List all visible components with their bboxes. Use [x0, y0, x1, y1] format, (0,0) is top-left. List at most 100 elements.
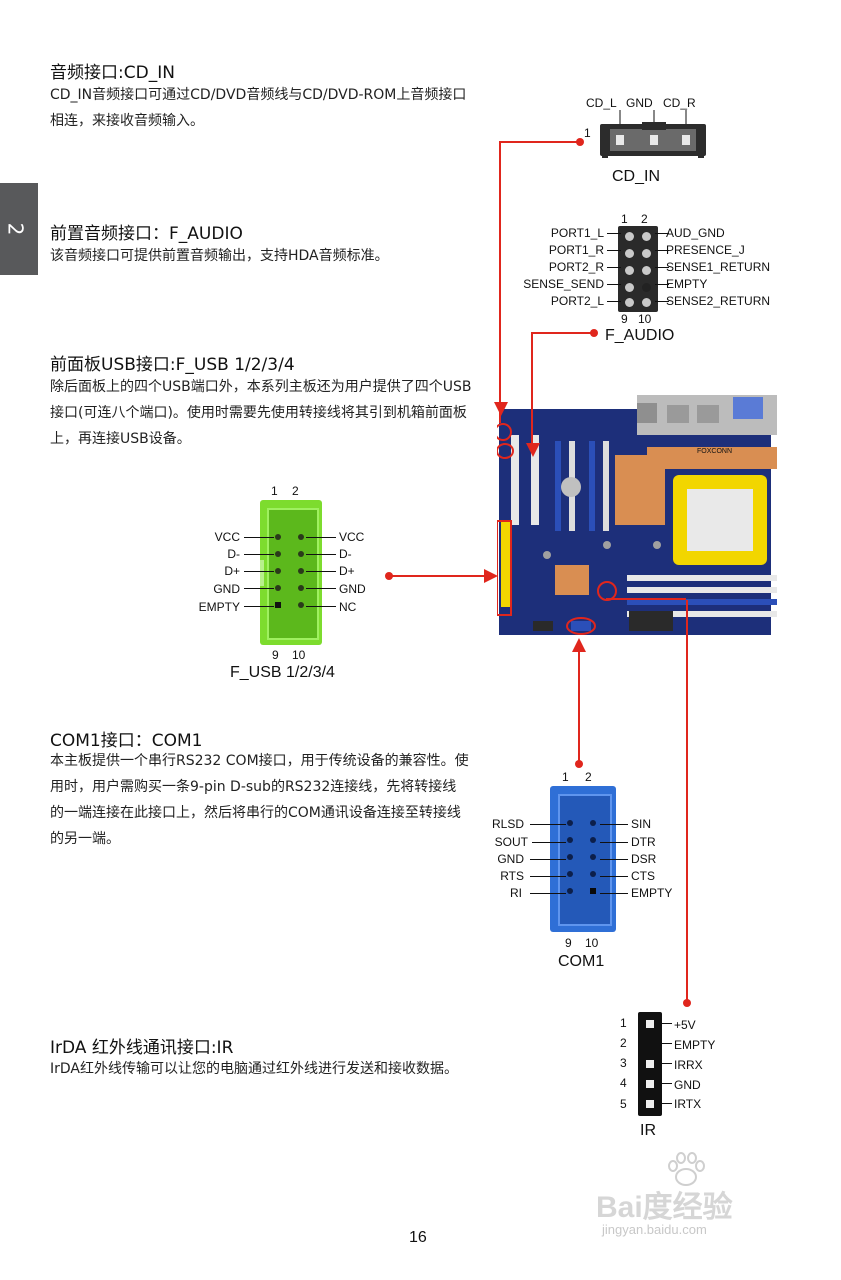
f-audio-left-label: PORT2_L [550, 294, 604, 308]
cd-in-body: CD_IN音频接口可通过CD/DVD音频线与CD/DVD-ROM上音频接口相连，… [50, 87, 467, 129]
pointer-line [531, 332, 593, 334]
com1-left-label: GND [497, 852, 524, 866]
f-audio-caption: F_AUDIO [605, 327, 675, 344]
chapter-number: 2 [3, 222, 28, 236]
com1-right-label: SIN [631, 817, 652, 831]
pin-number: 10 [292, 648, 306, 662]
cd-in-caption: CD_IN [612, 168, 661, 185]
f-usb-diagram: 1 2 VCC D- D+ GND EMPTY VCC D- D+ GND NC… [190, 482, 390, 687]
f-usb-right-label: D- [339, 547, 352, 561]
ir-title: IrDA 红外线通讯接口:IR [50, 1038, 234, 1058]
ir-pin-label: GND [674, 1078, 701, 1092]
paw-icon [668, 1152, 705, 1186]
arrow-icon [484, 569, 498, 583]
ir-pin-number: 1 [620, 1016, 627, 1030]
f-audio-header [618, 226, 658, 312]
arrow-icon [575, 760, 583, 768]
pin-number: 1 [621, 212, 628, 226]
com1-diagram: 1 2 RLSD SOUT GND RTS RI SIN DTR DSR CTS… [480, 768, 700, 973]
f-usb-left-label: EMPTY [198, 600, 240, 614]
pin-number: 9 [272, 648, 279, 662]
ir-diagram: 1 2 3 4 5 +5V EMPTY IRRX GND IRTX IR [612, 1010, 732, 1140]
com1-left-label: RTS [500, 869, 524, 883]
f-audio-body: 该音频接口可提供前置音频输出，支持HDA音频标准。 [50, 248, 389, 264]
f-audio-right-label: AUD_GND [666, 226, 725, 240]
pointer-line [499, 141, 501, 423]
pin-number: 10 [585, 936, 599, 950]
f-audio-right-label: PRESENCE_J [666, 243, 745, 257]
pointer-line [531, 332, 533, 448]
pin-number: 10 [638, 312, 652, 326]
arrow-icon [683, 999, 691, 1007]
arrow-icon [576, 138, 584, 146]
watermark: Bai度经验 jingyan.baidu.com [596, 1152, 796, 1242]
com1-title: COM1接口：COM1 [50, 731, 203, 751]
ir-pin-label: IRTX [674, 1097, 702, 1111]
cd-in-pin-label: CD_L [586, 96, 617, 110]
f-usb-right-label: GND [339, 582, 366, 596]
com1-caption: COM1 [558, 953, 605, 970]
pin-number: 2 [292, 484, 299, 498]
pin-number: 2 [641, 212, 648, 226]
f-audio-right-label: SENSE1_RETURN [666, 260, 771, 274]
arrow-icon [590, 329, 598, 337]
cd-in-pin-label: GND [626, 96, 653, 110]
pointer-line [390, 575, 490, 577]
f-audio-right-label: EMPTY [666, 277, 708, 291]
ir-caption: IR [640, 1122, 656, 1139]
com1-left-label: RI [510, 886, 522, 900]
com1-body: 本主板提供一个串行RS232 COM接口，用于传统设备的兼容性。使用时，用户需购… [50, 753, 469, 847]
ir-pin-number: 2 [620, 1036, 627, 1050]
cd-in-connector [600, 110, 706, 158]
arrow-icon [494, 402, 508, 416]
pin-number: 1 [271, 484, 278, 498]
cd-in-diagram: CD_L GND CD_R 1 CD_IN [570, 92, 720, 192]
motherboard-illustration: FOXCONN [494, 395, 777, 635]
arrow-icon [385, 572, 393, 580]
f-audio-right-label: SENSE2_RETURN [666, 294, 771, 308]
motherboard-image: FOXCONN [494, 395, 787, 637]
f-audio-diagram: 1 2 9 10 PORT1_L PORT1_R PORT2_R SENSE_S… [510, 208, 800, 348]
ir-pin-label: +5V [674, 1018, 696, 1032]
ir-pin-label: EMPTY [674, 1038, 716, 1052]
com1-right-label: EMPTY [631, 886, 673, 900]
f-usb-right-label: D+ [339, 564, 355, 578]
f-usb-title: 前面板USB接口:F_USB 1/2/3/4 [50, 355, 295, 375]
chapter-tab: 2 [0, 183, 38, 275]
f-audio-left-label: SENSE_SEND [523, 277, 604, 291]
ir-pin-label: IRRX [674, 1058, 703, 1072]
ir-header [638, 1012, 662, 1116]
pointer-line [499, 141, 581, 143]
pin-number: 9 [621, 312, 628, 326]
f-usb-right-label: NC [339, 600, 357, 614]
ir-pin-number: 4 [620, 1076, 627, 1090]
pin-number: 1 [562, 770, 569, 784]
page-number: 16 [409, 1229, 427, 1246]
f-usb-left-label: D+ [224, 564, 240, 578]
f-audio-title: 前置音频接口：F_AUDIO [50, 224, 243, 244]
f-usb-right-label: VCC [339, 530, 365, 544]
com1-left-label: RLSD [491, 817, 524, 831]
com1-right-label: DTR [631, 835, 656, 849]
f-audio-left-label: PORT2_R [548, 260, 604, 274]
arrow-icon [572, 638, 586, 652]
arrow-icon [526, 443, 540, 457]
ir-body: IrDA红外线传输可以让您的电脑通过红外线进行发送和接收数据。 [50, 1061, 458, 1077]
ir-pin-number: 5 [620, 1097, 627, 1111]
com1-right-label: DSR [631, 852, 657, 866]
f-usb-caption: F_USB 1/2/3/4 [230, 664, 335, 681]
com1-right-label: CTS [631, 869, 655, 883]
cd-in-pin-one: 1 [584, 126, 591, 140]
pointer-line [686, 600, 688, 1002]
watermark-logo: Bai度经验 [596, 1191, 733, 1224]
f-audio-left-label: PORT1_L [550, 226, 604, 240]
f-usb-left-label: D- [227, 547, 240, 561]
ir-pin-number: 3 [620, 1056, 627, 1070]
cd-in-title: 音频接口:CD_IN [50, 63, 175, 83]
f-usb-header [260, 500, 322, 645]
f-usb-left-label: VCC [214, 530, 240, 544]
cd-in-pin-label: CD_R [663, 96, 696, 110]
pointer-line [606, 598, 686, 600]
f-usb-body: 除后面板上的四个USB端口外，本系列主板还为用户提供了四个USB接口(可连八个端… [50, 379, 472, 447]
board-brand-label: FOXCONN [697, 448, 732, 455]
